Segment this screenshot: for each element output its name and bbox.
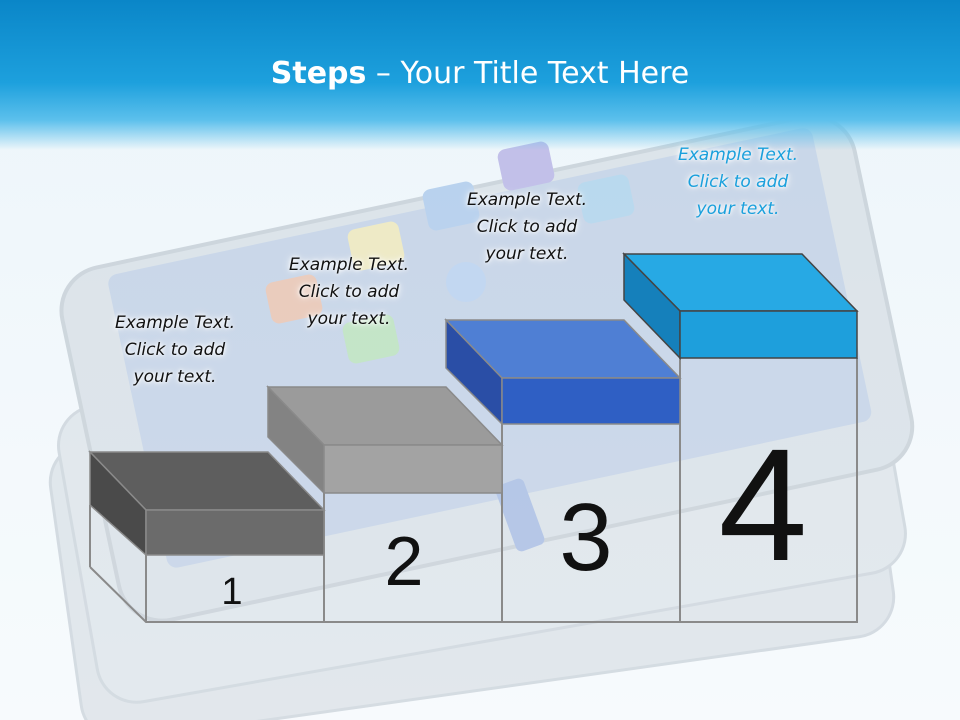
step-3-text-line: Click to add xyxy=(476,217,578,237)
slide-title[interactable]: Steps – Your Title Text Here xyxy=(0,52,960,96)
title-bar xyxy=(0,0,960,150)
step-number-2: 2 xyxy=(385,522,424,600)
step-3-text-line: Example Text. xyxy=(466,190,588,210)
step-2-text[interactable]: Example Text. Click to add your text. xyxy=(254,252,444,333)
step-1-text-line: your text. xyxy=(133,367,217,387)
step-block-3[interactable] xyxy=(444,318,682,426)
step-1-text[interactable]: Example Text. Click to add your text. xyxy=(80,310,270,391)
step-2-text-line: your text. xyxy=(307,309,391,329)
step-block-1[interactable] xyxy=(88,450,326,557)
step-number-3: 3 xyxy=(559,484,612,591)
step-1-text-line: Example Text. xyxy=(114,313,236,333)
step-3-text[interactable]: Example Text. Click to add your text. xyxy=(432,187,622,268)
step-block-4[interactable] xyxy=(622,252,859,360)
title-bold: Steps xyxy=(270,56,367,91)
step-number-1: 1 xyxy=(221,571,242,613)
step-block-2[interactable] xyxy=(266,385,504,495)
step-2-text-line: Click to add xyxy=(298,282,400,302)
step-4-text-line: your text. xyxy=(696,199,780,219)
step-number-4: 4 xyxy=(719,415,808,594)
title-rest: – Your Title Text Here xyxy=(366,56,690,91)
step-2-text-line: Example Text. xyxy=(288,255,410,275)
step-4-text-line: Click to add xyxy=(687,172,789,192)
step-4-text[interactable]: Example Text. Click to add your text. xyxy=(643,142,833,223)
step-1-text-line: Click to add xyxy=(124,340,226,360)
step-4-text-line: Example Text. xyxy=(677,145,799,165)
step-3-text-line: your text. xyxy=(485,244,569,264)
